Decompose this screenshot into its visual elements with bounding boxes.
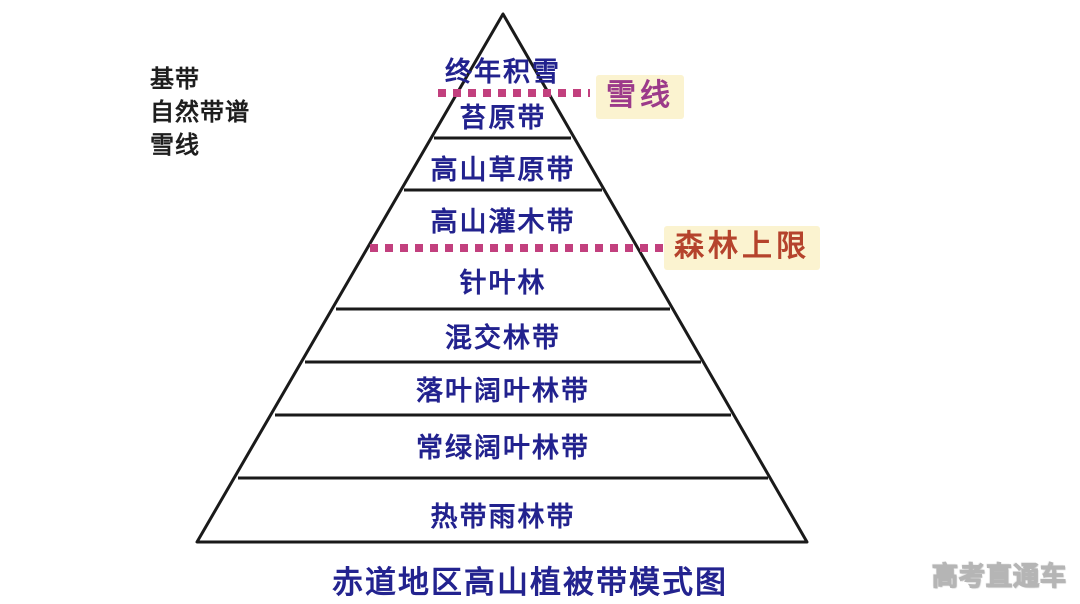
layer-perennial-snow: 终年积雪 bbox=[445, 57, 561, 87]
pyramid-outline bbox=[195, 12, 809, 544]
layer-evergreen-broadleaf: 常绿阔叶林带 bbox=[416, 433, 590, 463]
snow-line-label: 雪线 bbox=[596, 75, 684, 119]
legend-block: 基带 自然带谱 雪线 bbox=[150, 63, 250, 162]
layer-tundra: 苔原带 bbox=[459, 103, 547, 133]
layer-deciduous-broadleaf: 落叶阔叶林带 bbox=[416, 376, 590, 406]
forest-limit-label: 森林上限 bbox=[664, 226, 820, 270]
layer-alpine-shrub: 高山灌木带 bbox=[430, 207, 576, 237]
legend-line-base-belt: 基带 bbox=[150, 66, 200, 93]
legend-line-snow-line: 雪线 bbox=[150, 132, 200, 159]
watermark: 高考直通车 bbox=[931, 560, 1068, 591]
legend-line-natural-belt-spectrum: 自然带谱 bbox=[150, 99, 250, 126]
layer-alpine-grassland: 高山草原带 bbox=[430, 155, 576, 185]
layer-conifer-forest: 针叶林 bbox=[459, 268, 547, 298]
layer-mixed-forest: 混交林带 bbox=[445, 323, 561, 353]
zone-divider-lines bbox=[238, 136, 768, 480]
diagram-title: 赤道地区高山植被带模式图 bbox=[332, 565, 728, 600]
layer-tropical-rainforest: 热带雨林带 bbox=[430, 502, 576, 532]
